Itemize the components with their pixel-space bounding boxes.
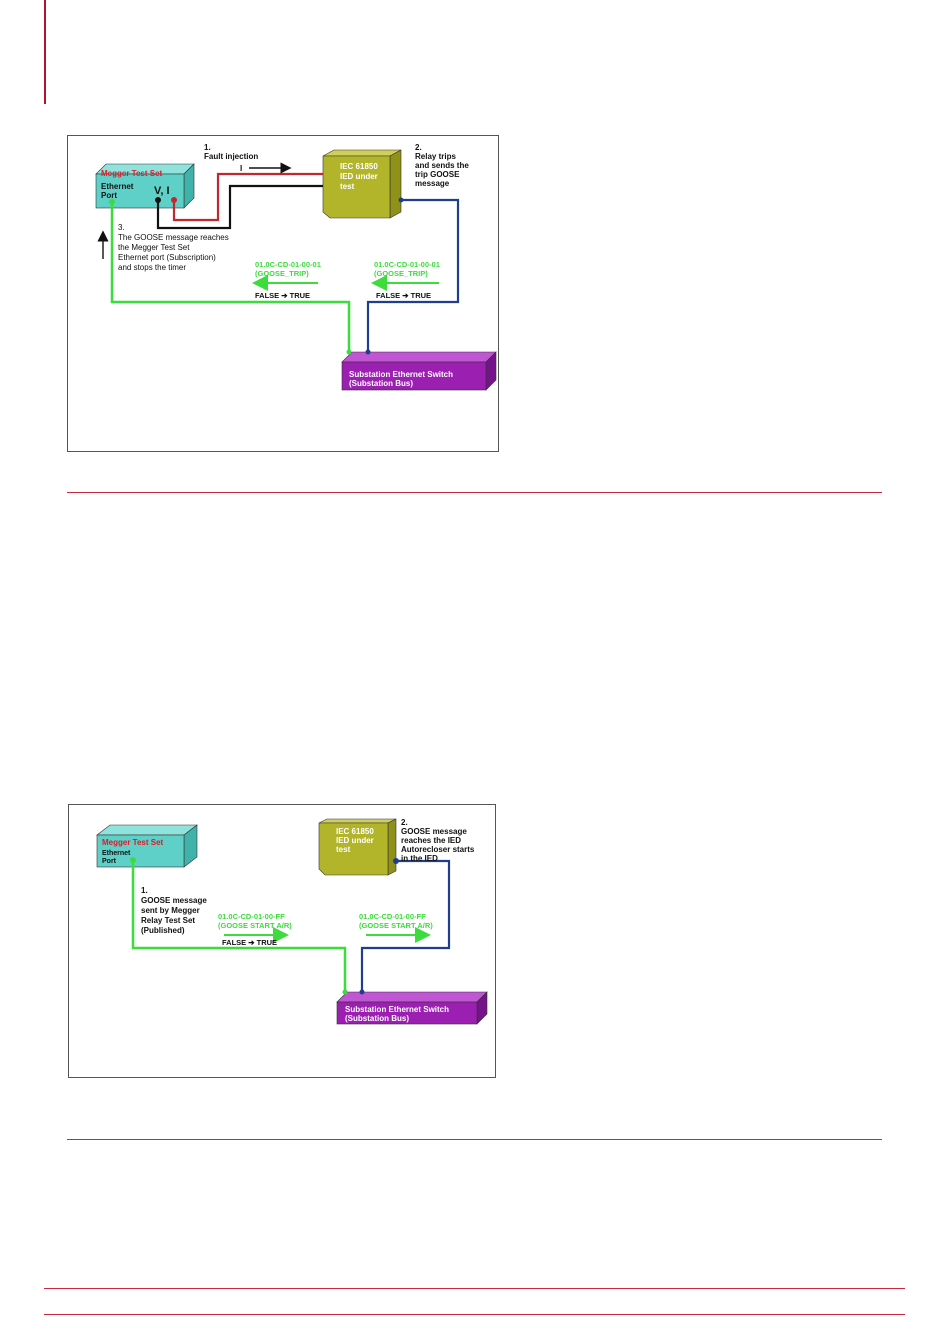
switch2-port-green bbox=[342, 989, 348, 995]
step2-line-1: Relay trips bbox=[415, 152, 456, 161]
d2-step1-line-4: (Published) bbox=[141, 926, 185, 935]
d2-goose-left-transition: FALSE ➔ TRUE bbox=[222, 938, 277, 947]
goose-left-address: 01.0C-CD-01-00-01 bbox=[255, 260, 321, 269]
footer-rule-2 bbox=[44, 1314, 905, 1315]
left-margin-bar bbox=[44, 0, 46, 104]
port-label-2: Port bbox=[102, 858, 117, 865]
ied2-line-2: IED under bbox=[336, 836, 374, 845]
switch2-port-blue bbox=[359, 989, 365, 995]
switch-to-megger-goose-path bbox=[110, 202, 351, 352]
switch-line-2: (Substation Bus) bbox=[349, 379, 413, 388]
step3-line-4: and stops the timer bbox=[118, 263, 186, 272]
d2-step1-line-3: Relay Test Set bbox=[141, 916, 195, 925]
megger-test-set-box-2: Megger Test Set Ethernet Port bbox=[96, 824, 198, 868]
d2-step2-line-1: GOOSE message bbox=[401, 827, 467, 836]
step2-line-4: message bbox=[415, 179, 450, 188]
d2-step2-line-4: in the IED bbox=[401, 854, 438, 863]
goose-right-address: 01.0C-CD-01-00-01 bbox=[374, 260, 440, 269]
d2-step2-line-2: reaches the IED bbox=[401, 836, 461, 845]
substation-switch-box-2: Substation Ethernet Switch (Substation B… bbox=[336, 991, 488, 1025]
step3-number: 3. bbox=[118, 223, 125, 232]
megger-to-switch-goose-path bbox=[131, 860, 347, 992]
ethernet-label: Ethernet bbox=[101, 182, 134, 191]
goose-trip-subscription-diagram: Megger Test Set Ethernet Port V, I IEC 6… bbox=[67, 135, 499, 452]
d2-step2-line-3: Autorecloser starts bbox=[401, 845, 475, 854]
step3-line-1: The GOOSE message reaches bbox=[118, 233, 229, 242]
ied2-line-1: IEC 61850 bbox=[336, 827, 374, 836]
goose-right-name: (GOOSE_TRIP) bbox=[374, 269, 428, 278]
port-label: Port bbox=[101, 191, 117, 200]
ied-line-3: test bbox=[340, 182, 355, 191]
ied-under-test-box-2: IEC 61850 IED under test bbox=[318, 818, 397, 876]
megger-ethernet-port-2 bbox=[130, 857, 136, 863]
voltage-terminal bbox=[155, 197, 161, 203]
d2-step1-line-1: GOOSE message bbox=[141, 896, 207, 905]
goose-left-name: (GOOSE_TRIP) bbox=[255, 269, 309, 278]
switch-line-1: Substation Ethernet Switch bbox=[349, 370, 453, 379]
step2-line-3: trip GOOSE bbox=[415, 170, 460, 179]
d2-step1-number: 1. bbox=[141, 886, 148, 895]
goose-left-transition: FALSE ➔ TRUE bbox=[255, 291, 310, 300]
megger-ethernet-port bbox=[109, 199, 115, 205]
diagram-2-canvas: Megger Test Set Ethernet Port IEC 61850 … bbox=[96, 818, 488, 1025]
d2-step1-line-2: sent by Megger bbox=[141, 906, 200, 915]
switch-port-blue bbox=[365, 349, 371, 355]
step2-line-2: and sends the bbox=[415, 161, 469, 170]
ied-line-2: IED under bbox=[340, 172, 378, 181]
d2-step2-number: 2. bbox=[401, 818, 408, 827]
diagram-1-canvas: Megger Test Set Ethernet Port V, I IEC 6… bbox=[95, 143, 497, 391]
section-divider-1 bbox=[67, 492, 882, 493]
ethernet-label-2: Ethernet bbox=[102, 850, 131, 857]
ied-to-switch-link bbox=[366, 198, 460, 352]
vi-label: V, I bbox=[154, 185, 170, 197]
ied-under-test-box: IEC 61850 IED under test bbox=[322, 149, 402, 219]
current-symbol: I bbox=[240, 164, 242, 173]
switch2-line-2: (Substation Bus) bbox=[345, 1014, 409, 1023]
step1-text: Fault injection bbox=[204, 152, 258, 161]
substation-switch-box: Substation Ethernet Switch (Substation B… bbox=[341, 351, 497, 391]
d2-goose-left-name: (GOOSE START A/R) bbox=[218, 921, 292, 930]
current-wire-red bbox=[172, 172, 323, 222]
goose-right-transition: FALSE ➔ TRUE bbox=[376, 291, 431, 300]
switch2-line-1: Substation Ethernet Switch bbox=[345, 1005, 449, 1014]
goose-autorecloser-publish-diagram: Megger Test Set Ethernet Port IEC 61850 … bbox=[68, 804, 496, 1078]
step2-number: 2. bbox=[415, 143, 422, 152]
step1-number: 1. bbox=[204, 143, 211, 152]
switch-to-ied-link bbox=[360, 859, 451, 992]
voltage-wire-black bbox=[156, 184, 323, 230]
switch-port-green bbox=[346, 349, 352, 355]
ied-line-1: IEC 61850 bbox=[340, 162, 378, 171]
step3-line-3: Ethernet port (Subscription) bbox=[118, 253, 216, 262]
megger-title: Megger Test Set bbox=[101, 169, 163, 178]
megger-title-2: Megger Test Set bbox=[102, 838, 164, 847]
current-terminal bbox=[171, 197, 177, 203]
ied-ethernet-port bbox=[398, 197, 404, 203]
d2-goose-right-address: 01.0C-CD-01-00-FF bbox=[359, 912, 426, 921]
section-divider-2 bbox=[67, 1139, 882, 1140]
ied2-ethernet-port bbox=[393, 858, 399, 864]
d2-goose-right-name: (GOOSE START A/R) bbox=[359, 921, 433, 930]
ied2-line-3: test bbox=[336, 845, 351, 854]
d2-goose-left-address: 01.0C-CD-01-00-FF bbox=[218, 912, 285, 921]
step3-line-2: the Megger Test Set bbox=[118, 243, 190, 252]
footer-rule-1 bbox=[44, 1288, 905, 1289]
